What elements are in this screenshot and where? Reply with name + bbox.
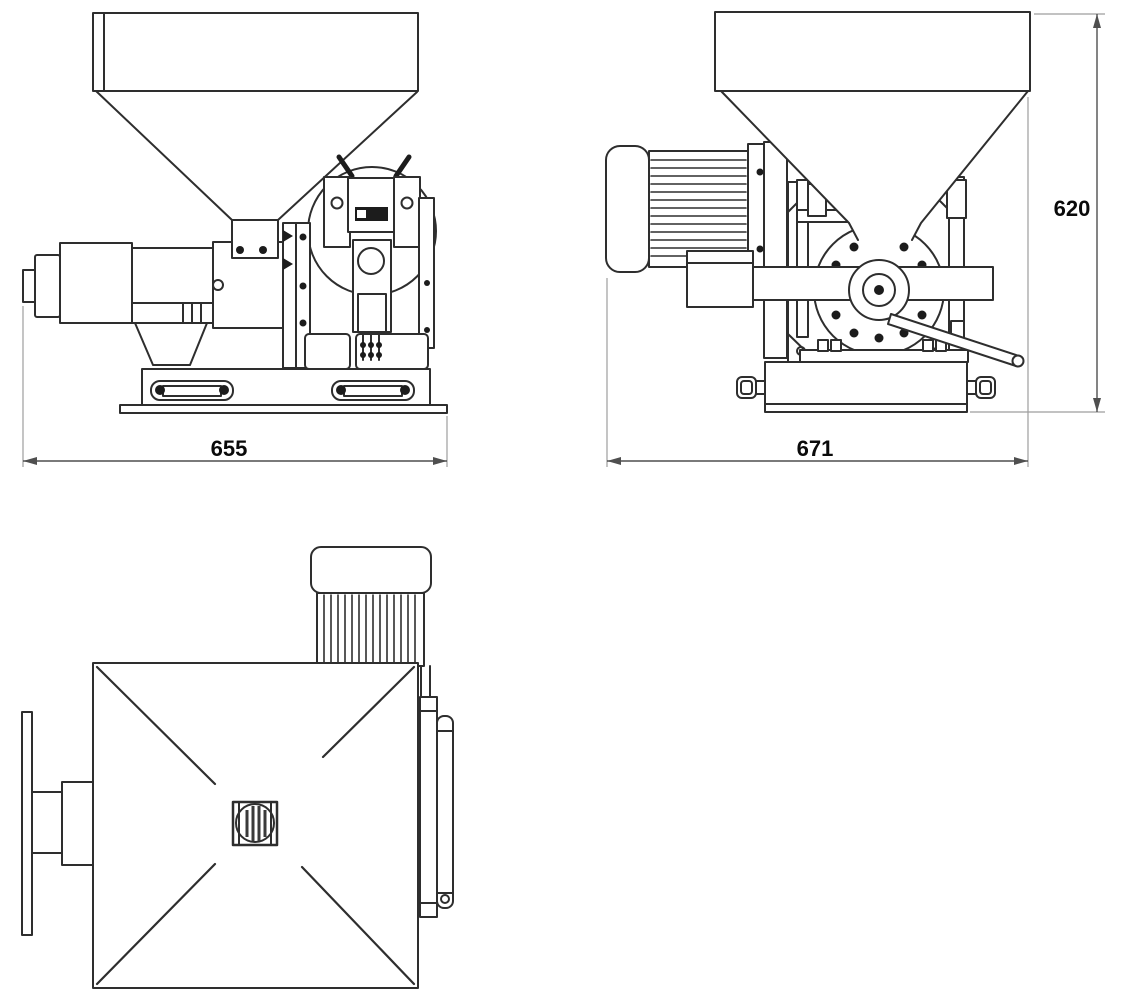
front-view: 671 620 xyxy=(605,11,1105,467)
front-motor xyxy=(605,141,788,359)
side-base xyxy=(119,368,448,414)
side-discharge-spout xyxy=(134,322,208,366)
side-view: 655 xyxy=(22,12,448,467)
top-discharge-assembly xyxy=(21,711,94,936)
front-hopper-funnel xyxy=(720,90,1029,241)
dimension-label-620: 620 xyxy=(1054,196,1091,221)
front-base xyxy=(736,339,996,413)
dimension-width-side: 655 xyxy=(22,306,448,467)
front-junction-box xyxy=(686,250,754,308)
top-outlet-auger xyxy=(231,800,279,847)
dimension-label-671: 671 xyxy=(797,436,834,461)
top-view xyxy=(21,546,454,989)
top-side-plates xyxy=(419,696,454,918)
side-mill-head xyxy=(282,154,435,370)
side-hopper-funnel xyxy=(95,90,418,259)
side-discharge-assembly xyxy=(22,241,284,329)
side-hopper xyxy=(92,12,419,92)
dimension-label-655: 655 xyxy=(211,436,248,461)
front-lever-handle xyxy=(887,313,1025,368)
dimension-width-front: 671 xyxy=(606,97,1029,467)
front-hub xyxy=(848,259,910,321)
dimension-height-front: 620 xyxy=(970,13,1105,413)
top-motor xyxy=(310,546,432,698)
front-hopper xyxy=(714,11,1031,92)
